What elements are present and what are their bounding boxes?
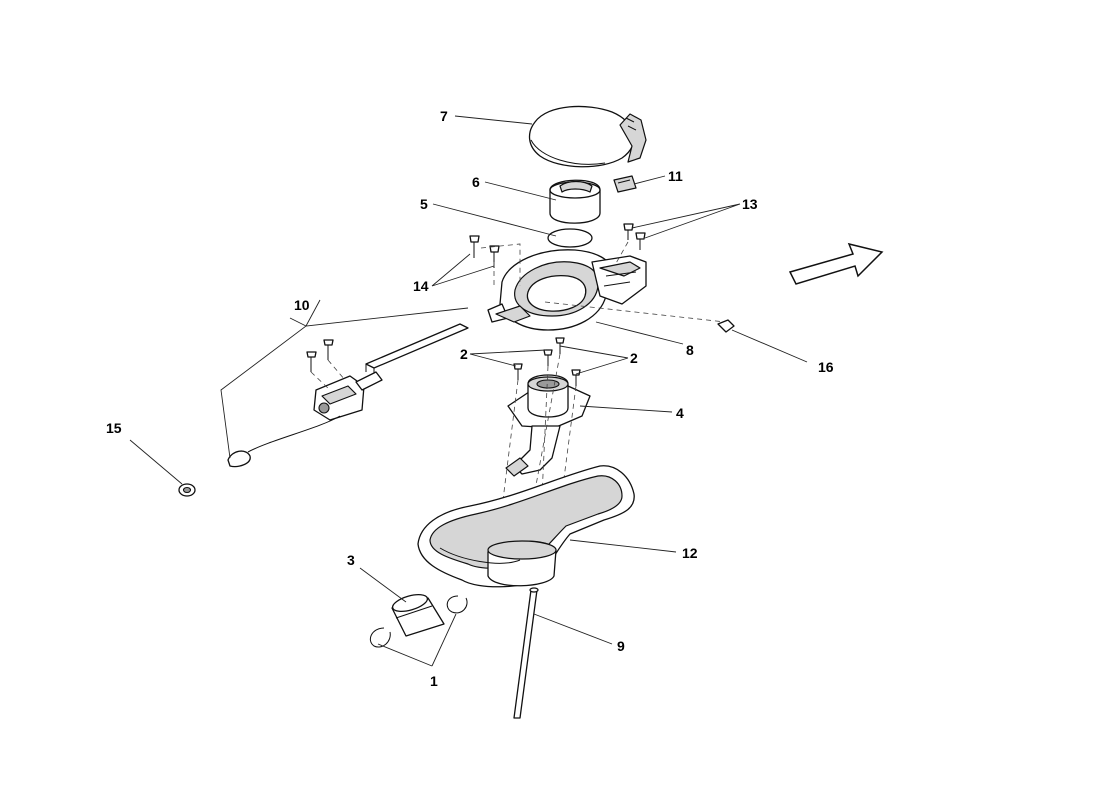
screws-part-14 xyxy=(469,235,500,268)
callout-1: 1 xyxy=(430,673,438,689)
callout-2-right: 2 xyxy=(630,350,638,366)
callout-labels: 7 6 11 5 13 14 10 2 2 8 16 4 15 12 3 9 1 xyxy=(106,108,834,689)
callout-7: 7 xyxy=(440,108,448,124)
clip-part-16 xyxy=(717,319,735,333)
callout-5: 5 xyxy=(420,196,428,212)
drain-hose-part-9 xyxy=(513,587,539,719)
fuel-cap-part-6 xyxy=(549,179,601,224)
filler-housing-part-8 xyxy=(487,249,647,331)
grommet-part-15 xyxy=(178,483,196,497)
callout-10: 10 xyxy=(294,297,310,313)
callout-14: 14 xyxy=(413,278,429,294)
callout-6: 6 xyxy=(472,174,480,190)
leader-lines xyxy=(129,115,808,667)
screws-part-13 xyxy=(623,223,646,250)
fuel-flap-part-7 xyxy=(528,105,647,168)
callout-12: 12 xyxy=(682,545,698,561)
callout-9: 9 xyxy=(617,638,625,654)
catch-tray-part-12 xyxy=(417,465,635,588)
callout-15: 15 xyxy=(106,420,122,436)
clip-part-11 xyxy=(613,175,637,193)
callout-4: 4 xyxy=(676,405,684,421)
callout-2-left: 2 xyxy=(460,346,468,362)
filler-neck-part-4 xyxy=(505,374,591,477)
callout-3: 3 xyxy=(347,552,355,568)
callout-11: 11 xyxy=(668,168,683,184)
callout-13: 13 xyxy=(742,196,758,212)
sleeve-part-3 xyxy=(391,593,445,637)
screws-part-2 xyxy=(513,337,581,386)
direction-arrow xyxy=(788,242,884,285)
actuator-part-10 xyxy=(227,323,469,468)
callout-8: 8 xyxy=(686,342,694,358)
circlips-part-1 xyxy=(369,595,468,648)
seal-part-5 xyxy=(547,228,593,248)
callout-16: 16 xyxy=(818,359,834,375)
